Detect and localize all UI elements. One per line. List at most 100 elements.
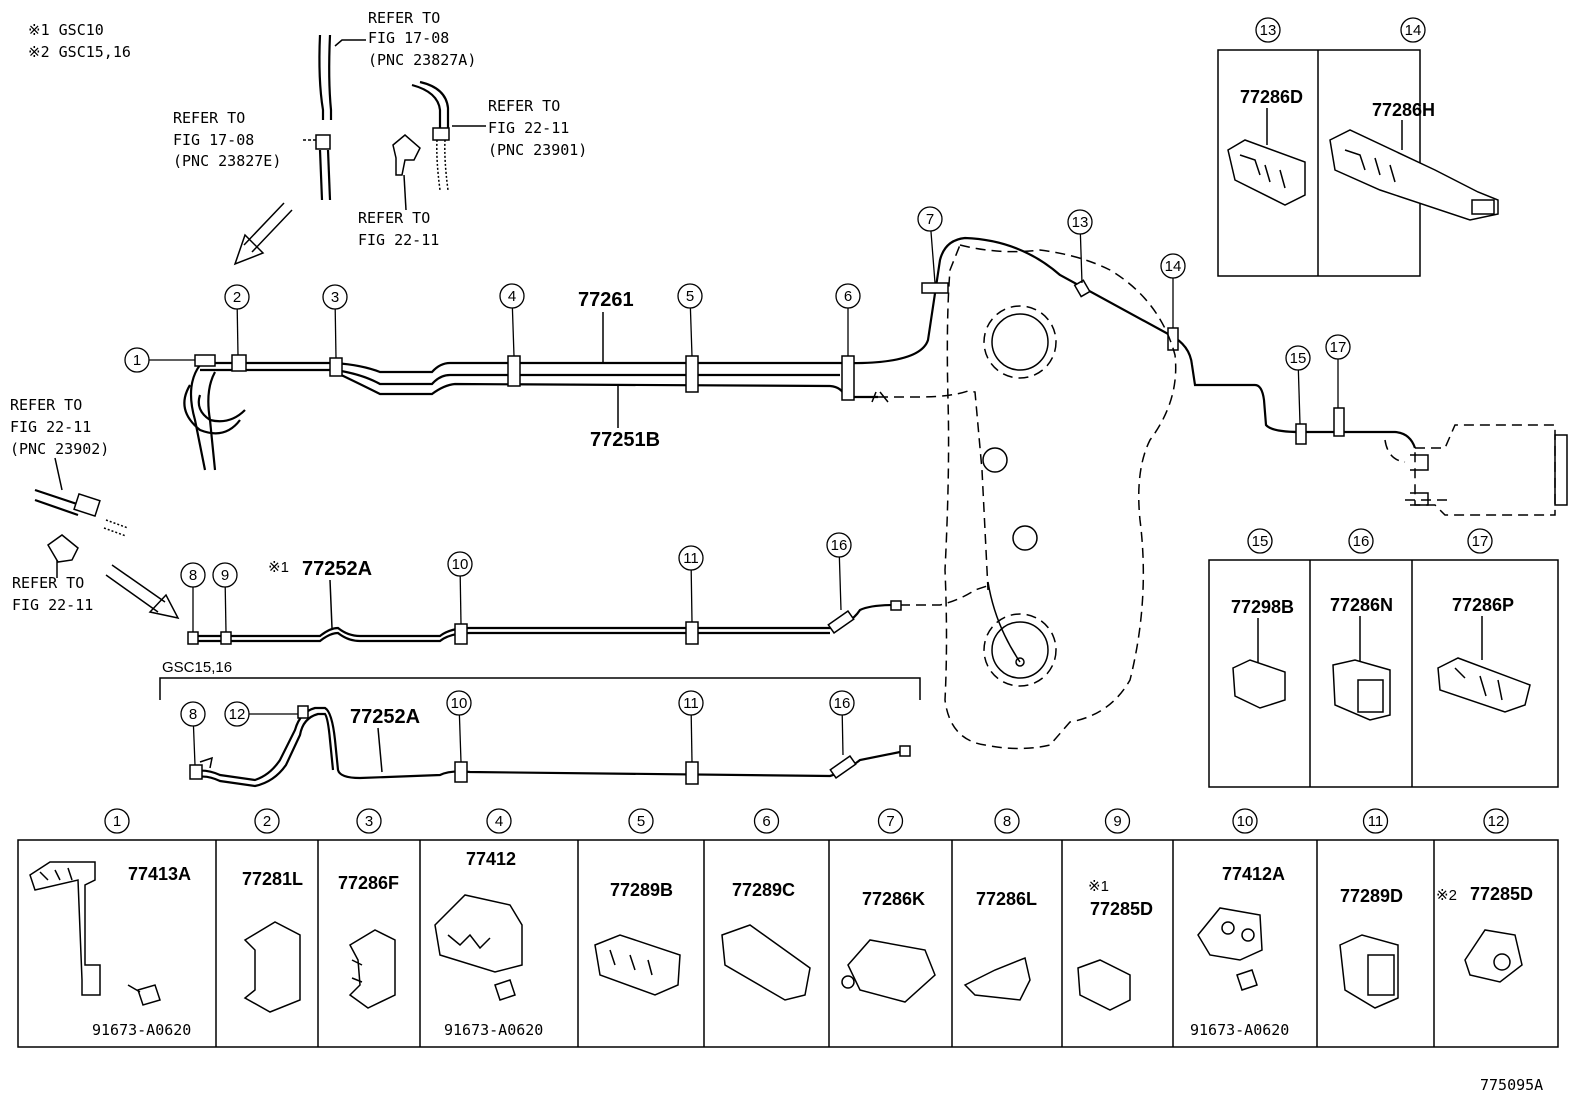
- table-part-number-12: 77285D: [1470, 884, 1533, 904]
- callout-16-15: 16: [826, 532, 852, 558]
- clip-13: [1073, 279, 1091, 298]
- callout-4-3: 4: [499, 283, 525, 309]
- svg-text:10: 10: [451, 695, 468, 712]
- svg-text:4: 4: [508, 288, 516, 305]
- table-callout-10: 10: [1232, 808, 1258, 834]
- part-15-number: 77298B: [1231, 597, 1294, 617]
- figure-id: 775095A: [1480, 1076, 1543, 1094]
- svg-text:7: 7: [926, 211, 934, 228]
- part-3-drawing: [348, 929, 396, 1009]
- refer-r4-line2: FIG 22-11: [358, 231, 439, 249]
- refer-r1-line3: (PNC 23827A): [368, 51, 476, 69]
- callout-13-7: 13: [1067, 209, 1093, 235]
- table-callout-9: 9: [1104, 808, 1131, 834]
- callout-1-0: 1: [124, 347, 150, 373]
- table-part-number-1: 77413A: [128, 864, 191, 884]
- part-5-drawing: [594, 934, 681, 996]
- svg-text:15: 15: [1252, 533, 1269, 550]
- svg-text:9: 9: [221, 567, 229, 584]
- svg-text:14: 14: [1165, 258, 1182, 275]
- part-9-drawing: [1077, 959, 1131, 1011]
- svg-text:3: 3: [331, 289, 339, 306]
- svg-text:2: 2: [263, 813, 271, 830]
- part-8-drawing: [963, 956, 1031, 1001]
- svg-text:16: 16: [834, 695, 851, 712]
- part-12-drawing: [1464, 929, 1523, 983]
- svg-text:8: 8: [189, 706, 197, 723]
- refer-r6-line1: REFER TO: [12, 574, 84, 592]
- table-callout-7: 7: [877, 808, 904, 834]
- part-14-number: 77286H: [1372, 100, 1435, 120]
- table-callout-12: 12: [1483, 808, 1509, 834]
- callout-2-1: 2: [224, 284, 250, 310]
- callout-10-13: 10: [447, 551, 473, 577]
- mark-1-pipe: ※1: [268, 559, 289, 576]
- callout-17-10: 17: [1325, 334, 1351, 360]
- svg-text:16: 16: [831, 537, 848, 554]
- svg-text:5: 5: [686, 288, 694, 305]
- label-77252A-gsc15: 77252A: [350, 706, 420, 728]
- box-callout-14: 14: [1400, 17, 1426, 43]
- refer-r2-line3: (PNC 23827E): [173, 152, 281, 170]
- svg-text:8: 8: [189, 567, 197, 584]
- clip-5: [685, 355, 699, 393]
- label-77252A-gsc10: 77252A: [302, 558, 372, 580]
- svg-text:15: 15: [1290, 350, 1307, 367]
- refer-r4-line1: REFER TO: [358, 209, 430, 227]
- table-part-number-10: 77412A: [1222, 864, 1285, 884]
- part-2-drawing: [243, 921, 301, 1013]
- clip-3: [329, 357, 343, 377]
- refer-group-left: REFER TO FIG 22-11 (PNC 23902) REFER TO …: [10, 396, 180, 620]
- callout-14-8: 14: [1160, 253, 1186, 279]
- refer-r3-line2: FIG 22-11: [488, 119, 569, 137]
- note-gsc10: ※1 GSC10: [28, 21, 104, 39]
- part-4-drawing: [434, 894, 523, 973]
- box-callout-17: 17: [1467, 528, 1493, 554]
- callout-8-11: 8: [180, 562, 206, 588]
- svg-text:10: 10: [1237, 813, 1254, 830]
- table-part-number-6: 77289C: [732, 880, 795, 900]
- part-11-drawing: [1339, 934, 1399, 1009]
- canister: [1384, 424, 1568, 516]
- refer-r5-line3: (PNC 23902): [10, 440, 109, 458]
- callout-9-12: 9: [212, 562, 238, 588]
- svg-text:2: 2: [233, 289, 241, 306]
- box-callout-13: 13: [1255, 17, 1281, 43]
- callout-12-17: 12: [224, 701, 250, 727]
- table-bolt-1: 91673-A0620: [92, 1021, 191, 1039]
- svg-text:12: 12: [229, 706, 246, 723]
- table-mark-9: ※1: [1088, 878, 1109, 895]
- table-part-number-8: 77286L: [976, 889, 1037, 909]
- callout-16-20: 16: [829, 690, 855, 716]
- svg-text:12: 12: [1488, 813, 1505, 830]
- table-callout-2: 2: [254, 808, 280, 834]
- note-gsc15-16: ※2 GSC15,16: [28, 43, 131, 61]
- svg-text:7: 7: [886, 813, 894, 830]
- svg-text:9: 9: [1113, 813, 1121, 830]
- table-part-number-9: 77285D: [1090, 899, 1153, 919]
- label-77261: 77261: [578, 289, 634, 311]
- svg-text:11: 11: [683, 695, 699, 712]
- parts-table: 177413A91673-A0620277281L377286F47741291…: [17, 808, 1559, 1048]
- box-15-17: 77298B 77286N 77286P: [1208, 559, 1559, 788]
- refer-r1-line1: REFER TO: [368, 9, 440, 27]
- table-mark-12: ※2: [1436, 887, 1457, 904]
- svg-text:1: 1: [113, 813, 121, 830]
- svg-text:6: 6: [762, 813, 770, 830]
- pipe-gsc10: [187, 584, 991, 645]
- table-callout-4: 4: [486, 808, 512, 834]
- refer-r1-line2: FIG 17-08: [368, 29, 449, 47]
- clip-2: [231, 354, 247, 372]
- box-13-14: 77286D 77286H: [1217, 49, 1499, 277]
- clip-15: [1295, 423, 1307, 445]
- part-17-number: 77286P: [1452, 595, 1514, 615]
- callout-11-19: 11: [678, 690, 704, 716]
- refer-r3-line3: (PNC 23901): [488, 141, 587, 159]
- svg-text:3: 3: [365, 813, 373, 830]
- svg-text:17: 17: [1472, 533, 1489, 550]
- table-callout-11: 11: [1362, 808, 1389, 834]
- table-part-number-5: 77289B: [610, 880, 673, 900]
- pipe-gsc15-16: GSC15,16: [159, 659, 921, 788]
- table-part-number-4: 77412: [466, 849, 516, 869]
